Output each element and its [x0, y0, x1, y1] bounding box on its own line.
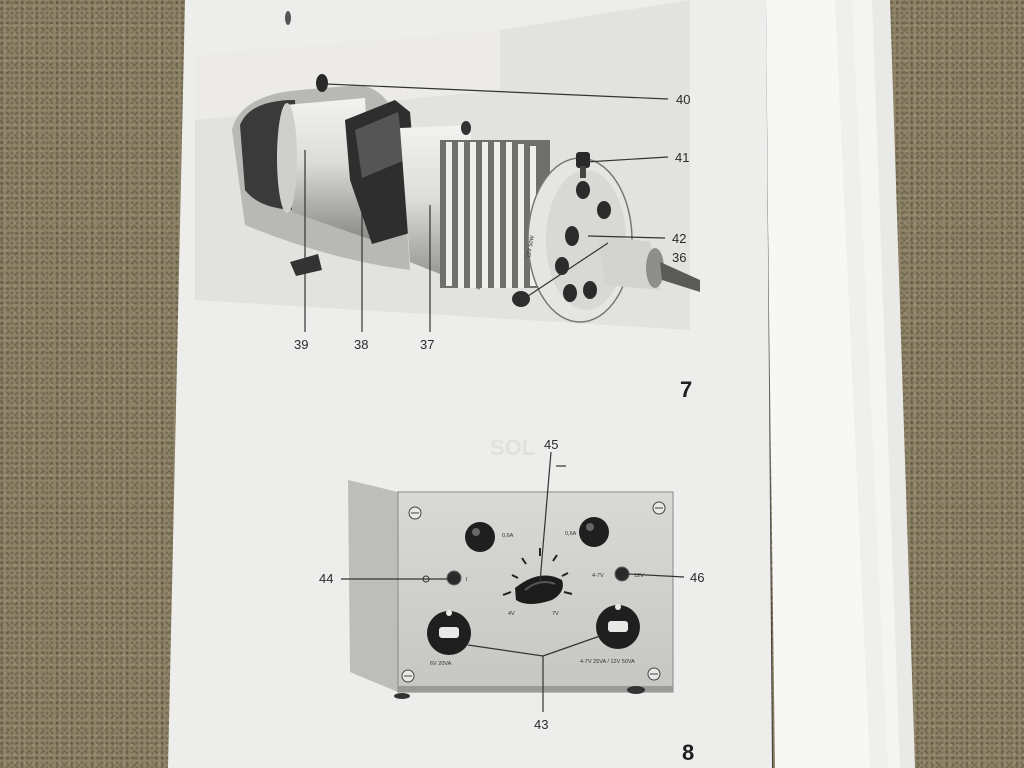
dial-min-label: 4V	[508, 611, 515, 617]
page-stack	[764, 0, 915, 768]
callout-41: 41	[675, 150, 689, 165]
figure-number-8: 8	[682, 740, 694, 765]
switch-left-label: I	[466, 577, 468, 583]
dial-max-label: 7V	[552, 611, 559, 617]
fuse-left-label: 0,6A	[502, 533, 514, 539]
fuse-right-label: 0,6A	[565, 531, 577, 537]
callout-43: 43	[534, 717, 548, 732]
callout-38: 38	[354, 337, 368, 352]
callout-40: 40	[676, 92, 690, 107]
switch-right-range: 4-7V	[592, 573, 604, 579]
callout-45: 45	[544, 437, 558, 452]
figure-7-leader-lines	[304, 83, 669, 332]
end-cap-holes	[555, 181, 611, 302]
lamp-marking: 12V 50W	[526, 234, 536, 258]
bleed-through-text: SOL	[490, 435, 535, 460]
figure-8-leader-lines	[341, 451, 685, 712]
figure-7-photo: 12V 50W 40 41 42 36 39 38 37	[195, 0, 700, 352]
callout-46: 46	[690, 570, 704, 585]
figure-number-7: 7	[680, 377, 692, 402]
callout-37: 37	[420, 337, 434, 352]
figure-8-photo: 0,6A 0,6A I 4-7V 12V 4V 7V 6V 20VA	[319, 437, 704, 732]
switch-right-value: 12V	[634, 573, 644, 579]
callout-44: 44	[319, 571, 333, 586]
callout-42: 42	[672, 231, 686, 246]
socket-right-label: 4-7V 25VA / 12V 50VA	[580, 659, 635, 665]
callout-36: 36	[672, 250, 686, 265]
socket-left-label: 6V 20VA	[430, 661, 452, 667]
callout-39: 39	[294, 337, 308, 352]
dial-scale	[502, 548, 573, 596]
